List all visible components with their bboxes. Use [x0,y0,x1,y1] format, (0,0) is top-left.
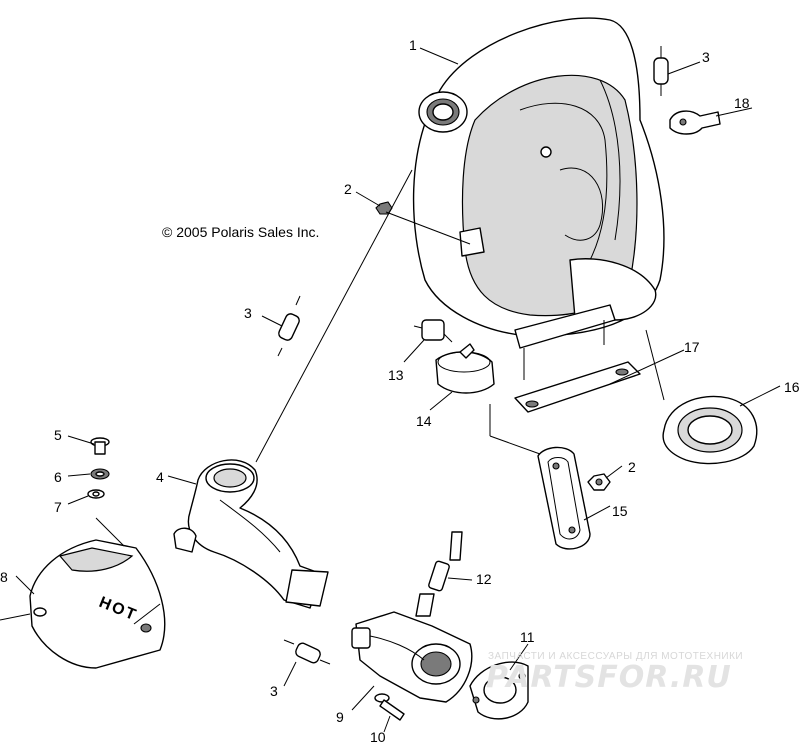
callout-11: 11 [520,629,535,645]
callout-15: 15 [612,503,628,519]
copyright-notice: © 2005 Polaris Sales Inc. [162,224,320,240]
part-4-exhaust-pipe [173,459,329,609]
part-18-bracket [669,110,721,135]
part-2-nut-lower [587,473,611,491]
callout-10: 10 [370,729,386,742]
part-15-gasket [537,446,591,550]
part-14-strap [435,343,495,394]
part-5-bolt [90,437,110,455]
part-9-manifold [351,611,473,703]
callout-9: 9 [336,709,344,725]
part-6-washer [90,468,110,480]
callout-1: 1 [409,37,417,53]
callout-4: 4 [156,469,164,485]
part-17-plate [514,361,641,413]
part-8-heat-shield: HOT [29,539,166,669]
callout-5: 5 [54,427,62,443]
callout-2-lower: 2 [628,459,636,475]
callout-16: 16 [784,379,800,395]
callout-18: 18 [734,95,750,111]
callout-3-top: 3 [702,49,710,65]
callout-17: 17 [684,339,700,355]
callout-labels: 1 2 3 18 3 13 14 17 16 2 15 5 6 7 4 8 12… [0,37,800,742]
callout-2-upper: 2 [344,181,352,197]
part-7-washer [87,489,105,499]
part-3-spring-middle [277,295,301,357]
part-10-bolt [374,693,405,721]
leader-lines [0,47,781,733]
part-3-spring-top [653,46,669,96]
part-3-spring-bottom [283,639,331,665]
part-11-flange-gasket [469,661,529,720]
part-16-gasket-ring [662,395,758,465]
callout-7: 7 [54,499,62,515]
watermark-tagline: ЗАПЧАСТИ И АКСЕССУАРЫ ДЛЯ МОТОТЕХНИКИ [488,651,744,662]
callout-13: 13 [388,367,404,383]
callout-12: 12 [476,571,492,587]
callout-3-middle: 3 [244,305,252,321]
callout-3-bottom: 3 [270,683,278,699]
callout-8: 8 [0,569,8,585]
callout-14: 14 [416,413,432,429]
part-12-sensor [415,531,463,617]
watermark-logo: PARTSFOR.RU [486,660,732,695]
part-13-isolator [413,319,453,343]
callout-6: 6 [54,469,62,485]
part-1-muffler [412,17,665,380]
